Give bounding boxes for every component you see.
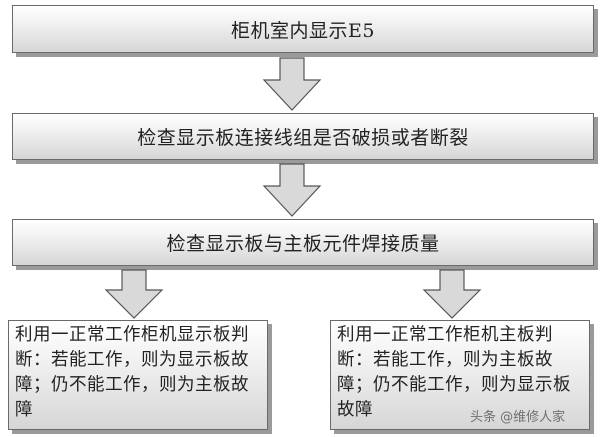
right-result-text: 利用一正常工作柜机主板判断：若能工作，则为主板故障；仍不能工作，则为显示板故障 [337, 325, 571, 420]
step2-box: 检查显示板连接线组是否破损或者断裂 [12, 113, 594, 160]
left-result-text: 利用一正常工作柜机显示板判断：若能工作，则为显示板故障；仍不能工作，则为主板故障 [15, 325, 249, 420]
down-arrow-2 [262, 163, 322, 217]
step1-text: 柜机室内显示E5 [231, 19, 375, 42]
step3-box: 检查显示板与主板元件焊接质量 [12, 219, 594, 266]
left-result-box: 利用一正常工作柜机显示板判断：若能工作，则为显示板故障；仍不能工作，则为主板故障 [8, 320, 268, 430]
down-arrow-1 [262, 57, 322, 111]
step1-box: 柜机室内显示E5 [12, 5, 594, 53]
step2-text: 检查显示板连接线组是否破损或者断裂 [137, 127, 469, 149]
watermark: 头条 @维修人家 [470, 410, 566, 425]
step3-text: 检查显示板与主板元件焊接质量 [166, 233, 440, 255]
down-arrow-right [422, 269, 482, 319]
down-arrow-left [104, 269, 164, 319]
right-result-box: 利用一正常工作柜机主板判断：若能工作，则为主板故障；仍不能工作，则为显示板故障 [330, 320, 590, 430]
